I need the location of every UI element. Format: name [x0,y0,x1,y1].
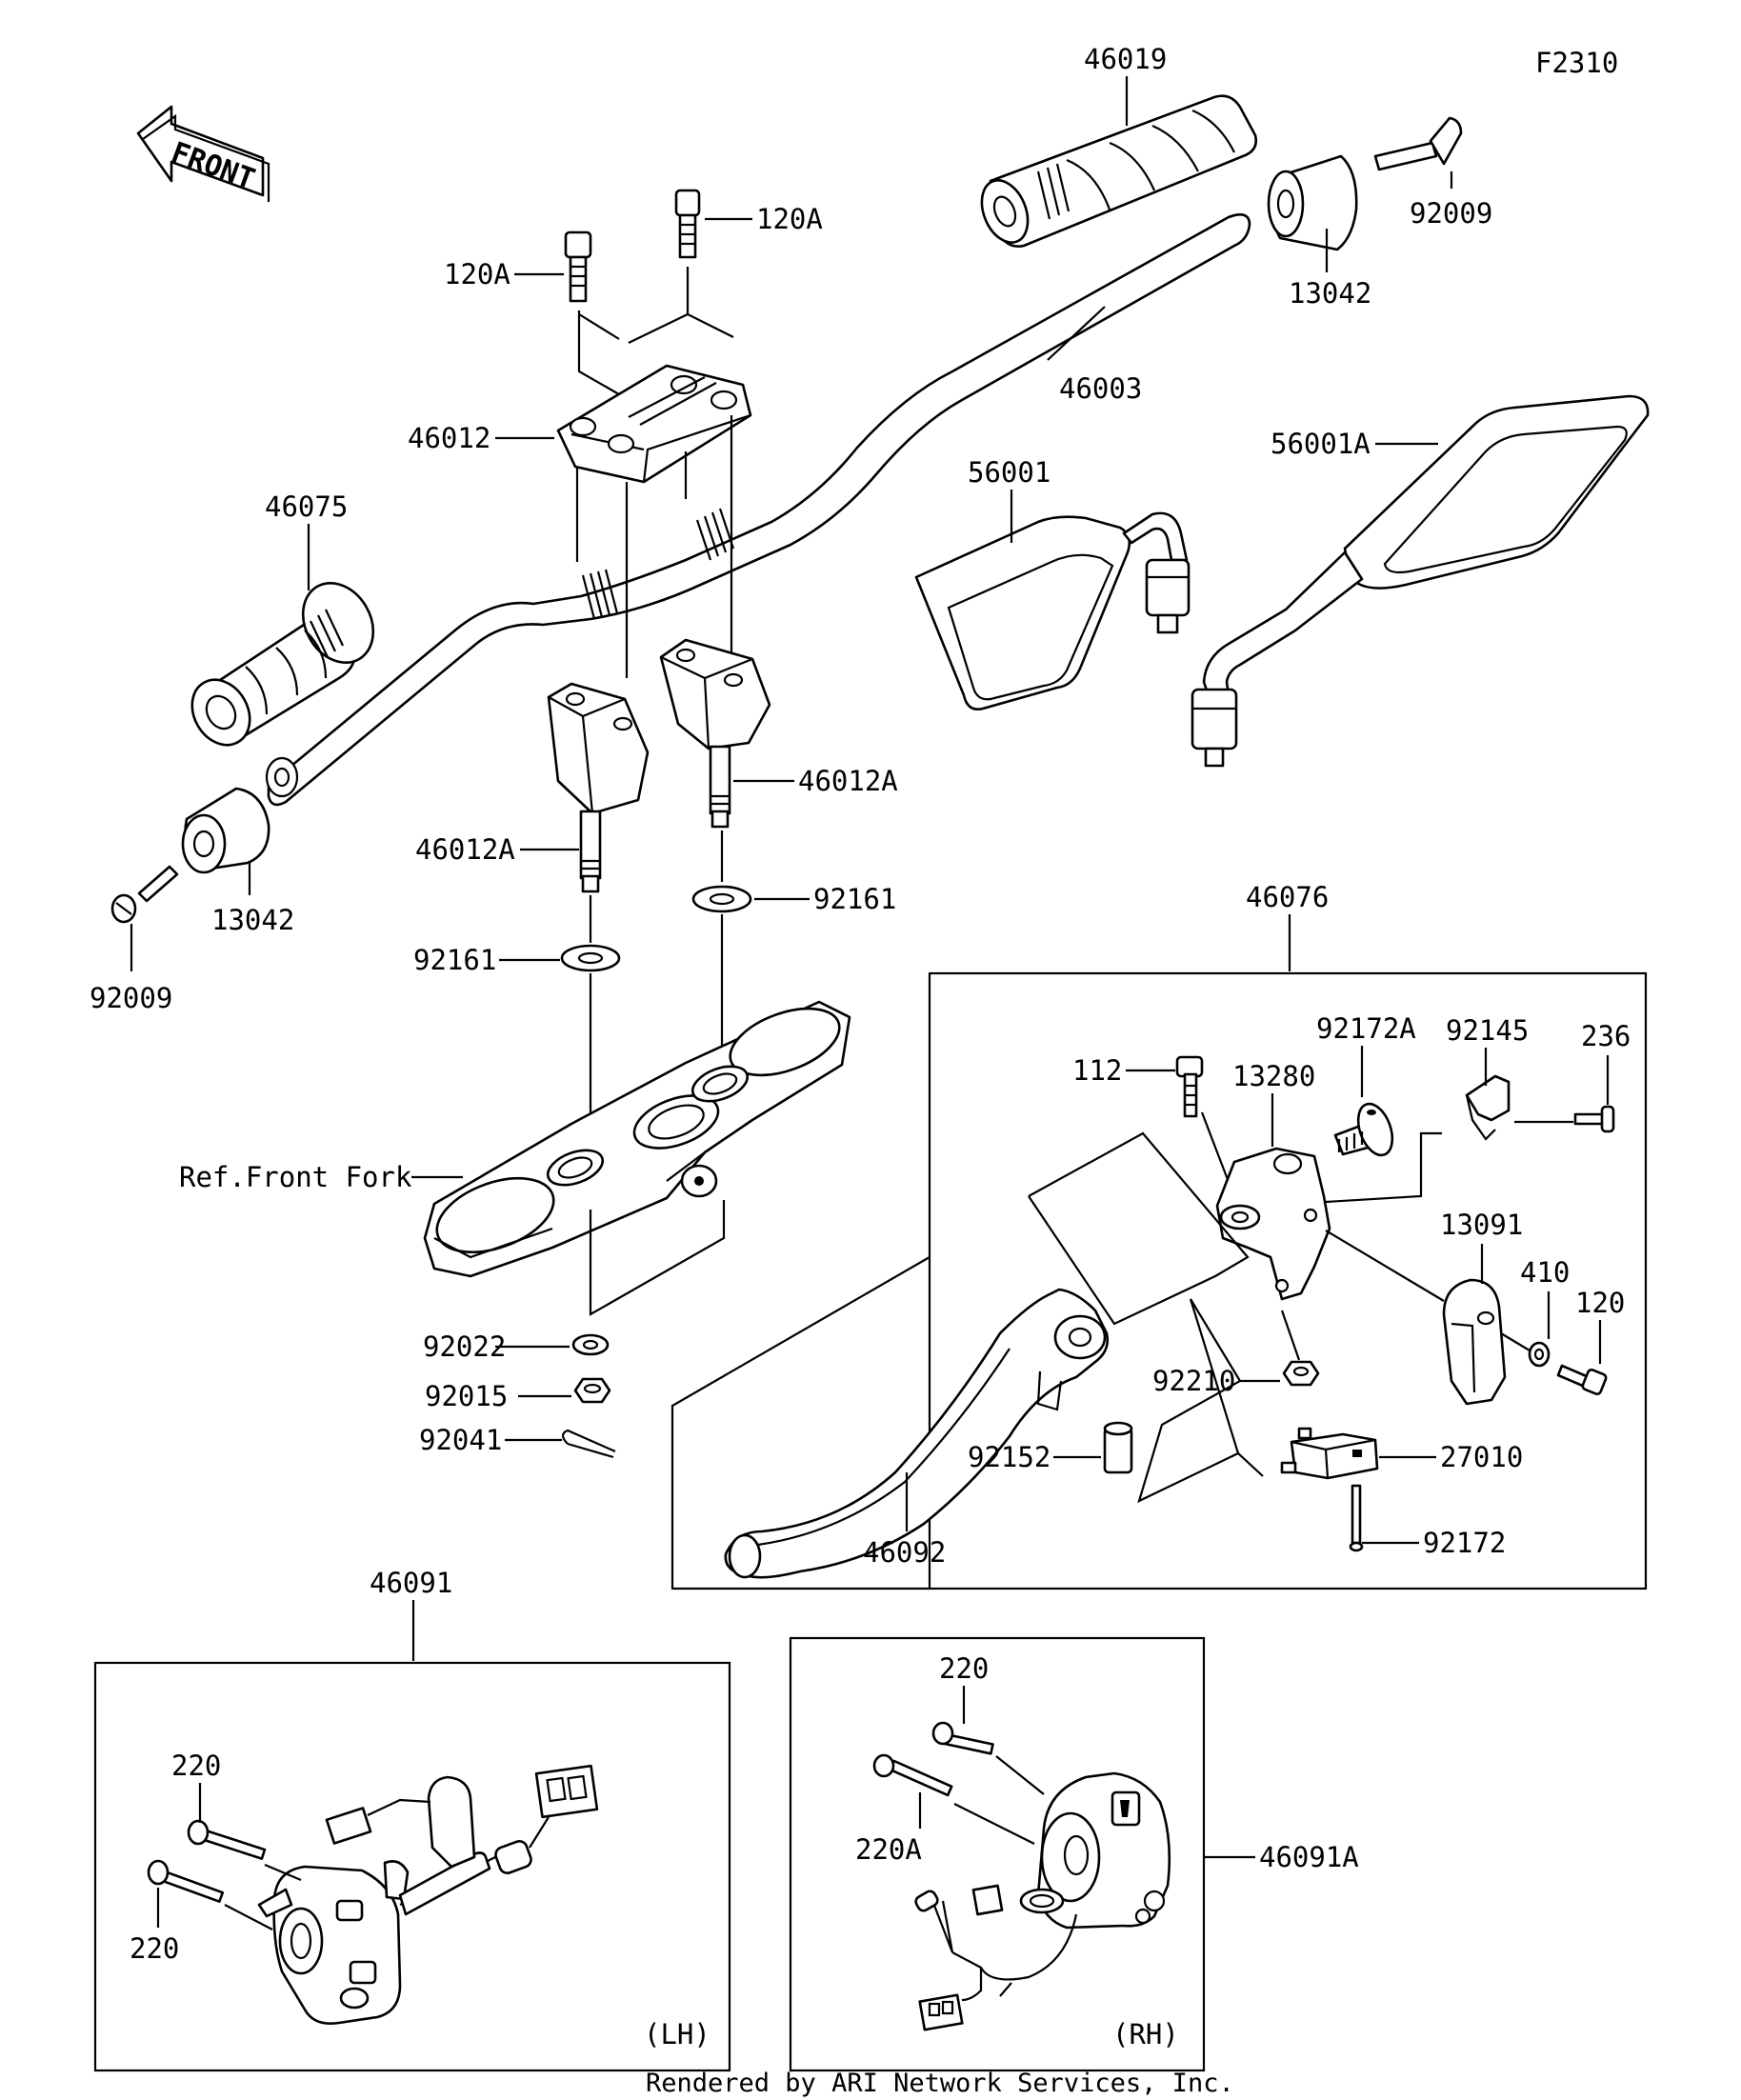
cotter-pin-92041 [561,1429,616,1459]
label-46003: 46003 [1059,372,1142,405]
lever-assembly-box [928,971,1648,1590]
handlebar-knurl-marks [581,508,735,620]
screw-236 [1573,1105,1615,1133]
bolt-120A-upper [674,189,701,259]
left-switch-wiring [325,1764,599,1875]
screw-92172 [1349,1484,1364,1552]
right-handlebar-switch [1019,1771,1171,1930]
label-236: 236 [1581,1020,1631,1052]
label-92161-left: 92161 [413,944,496,976]
label-220-lh-upper: 220 [171,1750,221,1782]
screw-220-b [147,1859,225,1903]
label-46012A-left: 46012A [415,833,515,866]
label-92022: 92022 [423,1330,506,1363]
screw-92009-right [1373,116,1463,171]
handlebar-holder-lower-right [659,638,771,829]
label-13091: 13091 [1440,1209,1523,1241]
label-46076: 46076 [1246,881,1329,913]
label-92145: 92145 [1446,1014,1529,1047]
label-46091A: 46091A [1259,1841,1359,1873]
label-92161-right: 92161 [813,883,896,915]
screw-220A [872,1753,953,1797]
label-92172: 92172 [1423,1527,1506,1559]
figure-code: F2310 [1535,47,1618,79]
bolt-112 [1175,1055,1204,1118]
label-13280: 13280 [1232,1060,1315,1092]
label-46092: 46092 [863,1536,946,1569]
brake-lever-46092 [724,1288,1110,1579]
label-120A-upper: 120A [756,203,823,235]
label-120A-lower: 120A [444,258,510,290]
label-56001: 56001 [968,456,1051,489]
bar-end-weight-left [181,787,270,874]
right-switch-wiring [914,1884,1078,2031]
label-220A: 220A [855,1833,922,1866]
handlebar-holder-upper [556,364,752,484]
label-220-lh-lower: 220 [130,1932,179,1965]
label-46012: 46012 [408,422,490,454]
washer-92161-right [691,885,752,913]
label-92009-right: 92009 [1410,197,1492,230]
label-220-rh: 220 [939,1652,989,1685]
right-switch-box [789,1636,1206,2072]
label-46075: 46075 [265,490,348,523]
footer-credit: Rendered by ARI Network Services, Inc. [646,2069,1234,2098]
label-92152: 92152 [968,1441,1051,1473]
adjuster-92172A [1333,1102,1394,1157]
label-13042-right: 13042 [1289,277,1371,310]
nut-92015 [573,1377,611,1404]
mirror-left-56001 [914,511,1191,710]
left-handlebar-switch [257,1851,496,2025]
clip-92145 [1465,1074,1511,1141]
throttle-grip-part [980,94,1257,248]
label-410: 410 [1520,1256,1570,1289]
label-46012A-right: 46012A [798,765,898,797]
holder-13091 [1442,1278,1507,1406]
label-13042-left: 13042 [211,904,294,936]
bolt-120A-lower [564,230,592,303]
left-switch-box [93,1661,731,2072]
front-arrow-icon: FRONT [136,105,270,202]
label-92210: 92210 [1152,1365,1235,1397]
label-112: 112 [1072,1054,1122,1087]
rh-label: (RH) [1112,2018,1179,2050]
lever-bracket-13280 [1215,1147,1331,1301]
washer-410 [1528,1341,1551,1368]
screw-220-a [187,1819,267,1860]
screw-92009-left [110,865,179,924]
screw-220-c [931,1721,994,1755]
label-27010: 27010 [1440,1441,1523,1473]
label-46019: 46019 [1084,43,1167,75]
switch-27010 [1280,1427,1379,1480]
handlebar-holder-lower-left [547,682,650,893]
bushing-92152 [1103,1421,1133,1474]
label-92009-left: 92009 [90,982,172,1014]
handlebar-part [265,213,1251,807]
bar-end-weight-right [1267,154,1358,251]
left-grip-part [190,581,375,747]
ref-front-fork: Ref.Front Fork [179,1161,412,1193]
steering-stem-top-clamp [423,1000,851,1278]
label-92172A: 92172A [1316,1012,1416,1045]
mirror-right-56001A [1191,394,1650,768]
nut-92210 [1282,1360,1320,1387]
washer-92161-left [560,944,621,972]
label-46091: 46091 [370,1567,452,1599]
label-92015: 92015 [425,1380,508,1412]
lh-label: (LH) [644,2018,710,2050]
label-56001A: 56001A [1271,428,1371,460]
bolt-120 [1556,1364,1608,1396]
washer-92022 [571,1333,610,1356]
label-92041: 92041 [419,1424,502,1456]
label-120: 120 [1575,1287,1625,1319]
